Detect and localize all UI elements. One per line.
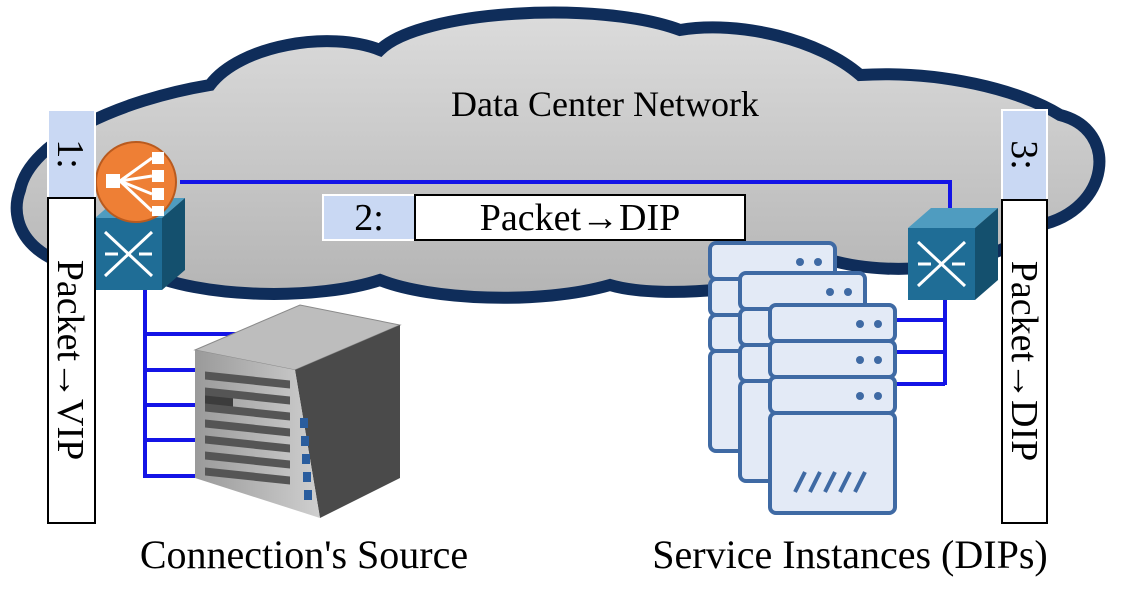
- rack-server-icon: [193, 304, 402, 518]
- step-text-box: [414, 194, 746, 241]
- rack-drive-bays: [205, 371, 290, 485]
- data-center-cloud: Data Center Network: [10, 6, 1106, 304]
- step-number: 1:: [49, 139, 91, 169]
- cloud-label: Data Center Network: [451, 84, 759, 124]
- step-number: 2:: [354, 197, 384, 239]
- server-vents: [793, 471, 867, 493]
- server-front: [768, 303, 897, 515]
- server-stack-icon: [708, 241, 897, 515]
- backbone-link: [180, 180, 952, 215]
- rack-status-leds: [300, 418, 312, 500]
- step-text: Packet→DIP: [480, 197, 681, 239]
- step-2: 2: Packet→DIP: [322, 194, 746, 241]
- step-number-box: [47, 109, 96, 199]
- step-text-box: [47, 197, 96, 524]
- step-number: 3:: [1003, 140, 1045, 170]
- source-caption: Connection's Source: [140, 532, 468, 577]
- instances-caption: Service Instances (DIPs): [652, 532, 1047, 577]
- step-1: 1: Packet→VIP: [47, 109, 96, 524]
- step-number-box: [1001, 109, 1048, 201]
- load-balancer-icon: [95, 141, 177, 223]
- switch-icon: [908, 208, 998, 300]
- server-leds: [796, 258, 882, 400]
- step-text: Packet→DIP: [1003, 261, 1045, 462]
- step-text-box: [1001, 199, 1048, 524]
- step-text: Packet→VIP: [49, 260, 91, 461]
- step-3: 3: Packet→DIP: [1001, 109, 1048, 524]
